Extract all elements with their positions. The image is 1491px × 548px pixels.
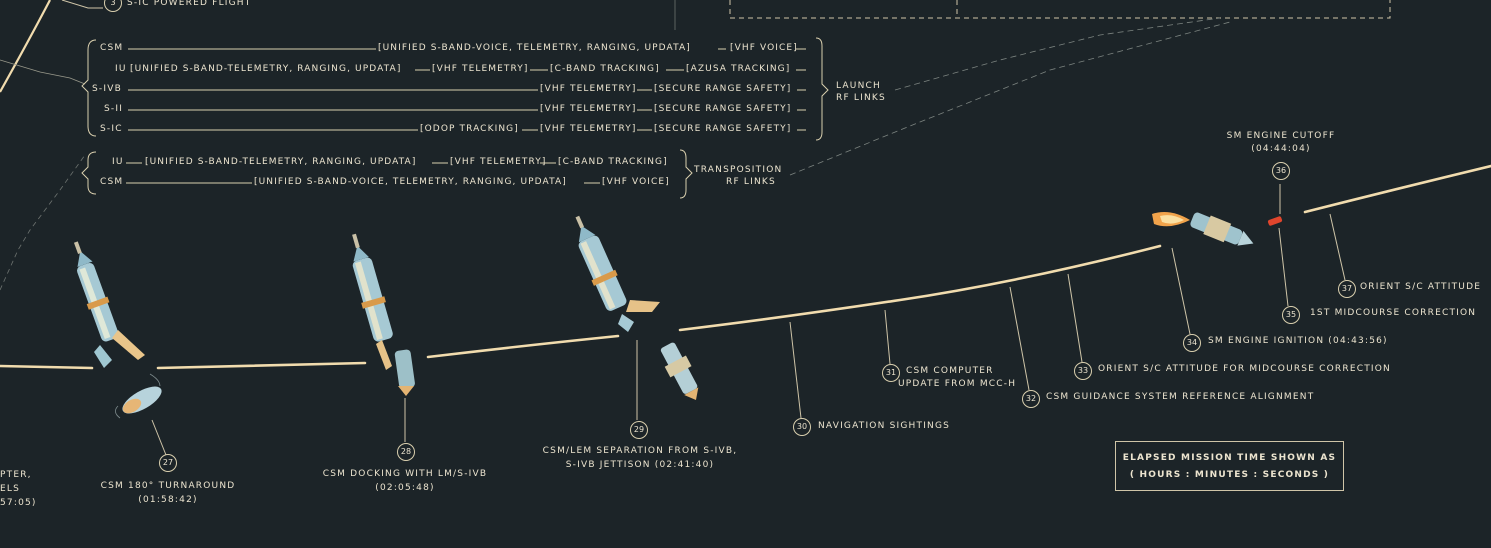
- transposition-csm-item-1: [UNIFIED S-BAND-VOICE, TELEMETRY, RANGIN…: [254, 177, 567, 187]
- launch-iu-label: IU: [115, 64, 127, 74]
- left-partial-line-3: 57:05): [0, 498, 37, 508]
- event-29-time: S-IVB JETTISON (02:41:40): [565, 460, 715, 470]
- event-number-34: 34: [1183, 334, 1201, 352]
- event-number-27: 27: [159, 454, 177, 472]
- event-27-label: CSM 180° TURNAROUND: [100, 481, 236, 491]
- launch-csm-item-2: [VHF VOICE]: [730, 43, 798, 53]
- launch-sivb-item-1: [VHF TELEMETRY]: [540, 84, 637, 94]
- event-36-label: SM ENGINE CUTOFF: [1226, 131, 1336, 141]
- launch-sivb-item-2: [SECURE RANGE SAFETY]: [654, 84, 792, 94]
- launch-sii-label: S-II: [104, 104, 124, 114]
- spacecraft-28: [352, 233, 415, 396]
- legend-line-2: ( HOURS : MINUTES : SECONDS ): [1129, 470, 1330, 480]
- event-number-32: 32: [1022, 390, 1040, 408]
- ascent-arc: [0, 0, 51, 93]
- launch-rf-dashed: [894, 17, 1221, 91]
- launch-sic-label: S-IC: [100, 124, 123, 134]
- transposition-rf-links-title: TRANSPOSITION: [694, 165, 783, 175]
- launch-rf-links-subtitle: RF LINKS: [836, 93, 886, 103]
- event-number-33: 33: [1074, 362, 1092, 380]
- event-number-28: 28: [397, 443, 415, 461]
- spacecraft-29: [575, 215, 699, 401]
- spacecraft-34: [1152, 212, 1254, 246]
- event-34-label: SM ENGINE IGNITION (04:43:56): [1208, 336, 1388, 346]
- event-28-label: CSM DOCKING WITH LM/S-IVB: [322, 469, 488, 479]
- spacecraft-27: [73, 241, 162, 419]
- launch-iu-item-1: [UNIFIED S-BAND-TELEMETRY, RANGING, UPDA…: [130, 64, 402, 74]
- launch-csm-label: CSM: [100, 43, 124, 53]
- event-number-35: 35: [1282, 306, 1300, 324]
- event-number-36: 36: [1272, 162, 1290, 180]
- launch-iu-item-2: [VHF TELEMETRY]: [432, 64, 529, 74]
- left-partial-line-2: ELS: [0, 484, 21, 494]
- event-27-time: (01:58:42): [138, 495, 198, 505]
- transposition-iu-item-2: [VHF TELEMETRY]: [450, 157, 547, 167]
- dashed-box: [729, 0, 1391, 19]
- launch-sii-item-1: [VHF TELEMETRY]: [540, 104, 637, 114]
- transposition-iu-label: IU: [112, 157, 124, 167]
- event-32-label: CSM GUIDANCE SYSTEM REFERENCE ALIGNMENT: [1046, 392, 1315, 402]
- event-33-label: ORIENT S/C ATTITUDE FOR MIDCOURSE CORREC…: [1098, 364, 1391, 374]
- event-number-31: 31: [882, 364, 900, 382]
- transposition-csm-label: CSM: [100, 177, 124, 187]
- launch-rf-links-title: LAUNCH: [836, 81, 881, 91]
- transposition-rf-dashed: [789, 21, 1231, 176]
- left-connector-lower: [0, 154, 86, 291]
- launch-sic-item-1: [ODOP TRACKING]: [420, 124, 519, 134]
- event-35-label: 1ST MIDCOURSE CORRECTION: [1310, 308, 1477, 318]
- elapsed-time-legend: ELAPSED MISSION TIME SHOWN AS ( HOURS : …: [1115, 441, 1344, 491]
- left-connector: [0, 59, 86, 85]
- transposition-rf-links-subtitle: RF LINKS: [726, 177, 776, 187]
- event-28-time: (02:05:48): [375, 483, 435, 493]
- event-37-label: ORIENT S/C ATTITUDE: [1360, 282, 1482, 292]
- event-31-label: CSM COMPUTER: [906, 366, 994, 376]
- transposition-iu-item-3: [C-BAND TRACKING]: [558, 157, 668, 167]
- launch-iu-item-3: [C-BAND TRACKING]: [550, 64, 660, 74]
- launch-sivb-label: S-IVB: [92, 84, 122, 94]
- s-ic-powered-flight-label: S-IC POWERED FLIGHT: [127, 0, 252, 8]
- top-label-leader: [61, 0, 103, 9]
- launch-sii-item-2: [SECURE RANGE SAFETY]: [654, 104, 792, 114]
- transposition-iu-item-1: [UNIFIED S-BAND-TELEMETRY, RANGING, UPDA…: [145, 157, 417, 167]
- launch-csm-item-1: [UNIFIED S-BAND-VOICE, TELEMETRY, RANGIN…: [378, 43, 691, 53]
- left-partial-line-1: PTER,: [0, 470, 32, 480]
- legend-line-1: ELAPSED MISSION TIME SHOWN AS: [1122, 453, 1337, 463]
- transposition-csm-item-2: [VHF VOICE]: [602, 177, 670, 187]
- event-31-detail: UPDATE FROM MCC-H: [898, 379, 1017, 389]
- launch-iu-item-4: [AZUSA TRACKING]: [686, 64, 791, 74]
- event-number-30: 30: [793, 418, 811, 436]
- event-number-37: 37: [1338, 280, 1356, 298]
- launch-sic-item-2: [VHF TELEMETRY]: [540, 124, 637, 134]
- launch-sic-item-3: [SECURE RANGE SAFETY]: [654, 124, 792, 134]
- trajectory: [0, 164, 1491, 370]
- event-30-label: NAVIGATION SIGHTINGS: [818, 421, 951, 431]
- cutoff-marker: [1267, 216, 1283, 226]
- event-29-label: CSM/LEM SEPARATION FROM S-IVB,: [542, 446, 738, 456]
- event-number-29: 29: [630, 421, 648, 439]
- event-36-time: (04:44:04): [1251, 144, 1311, 154]
